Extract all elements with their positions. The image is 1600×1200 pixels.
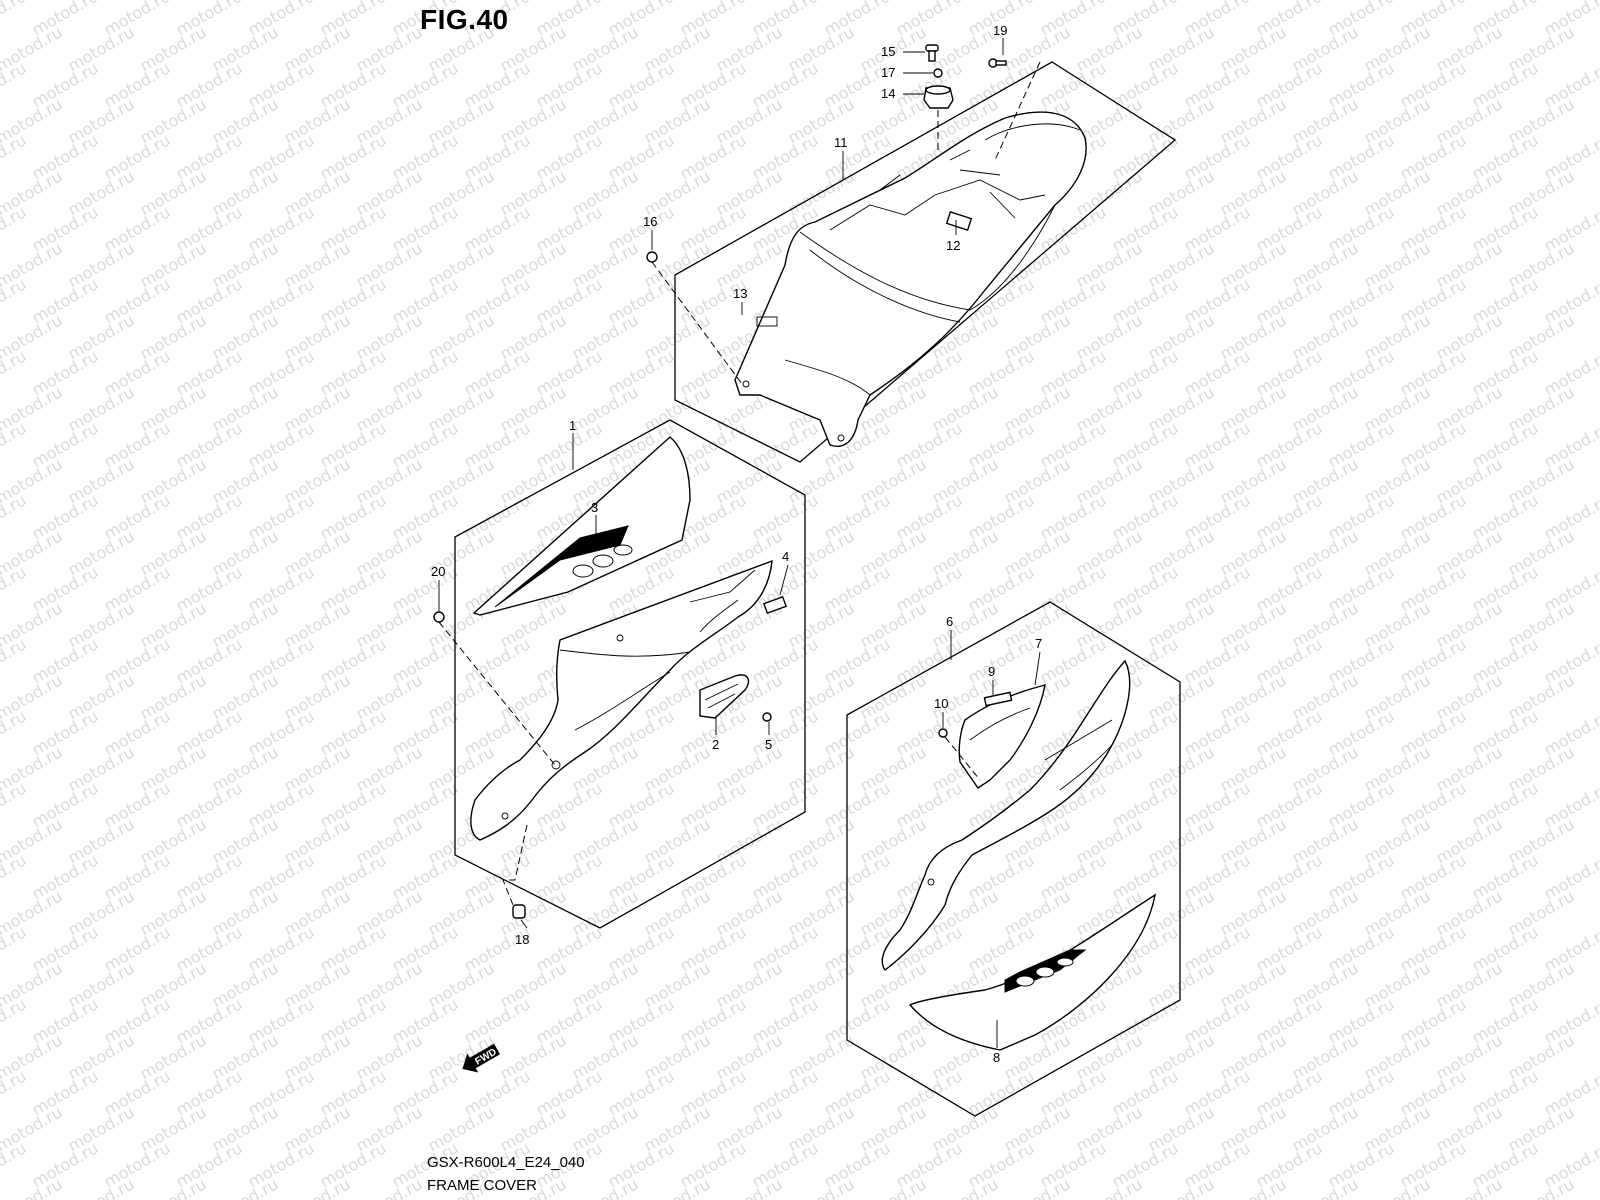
- callout-13: 13: [733, 286, 747, 301]
- fwd-arrow-icon: [462, 1043, 501, 1073]
- callout-19: 19: [993, 23, 1007, 38]
- callout-labels: 1 2 3 4 5 6 7 8 9 10 11 12 13 14 15 16 1…: [431, 23, 1042, 1065]
- callout-7: 7: [1035, 636, 1042, 651]
- callout-4: 4: [782, 549, 789, 564]
- callout-14: 14: [881, 86, 895, 101]
- leader-lines: [438, 38, 1041, 1048]
- fwd-label: FWD: [473, 1047, 498, 1068]
- figure-caption: FRAME COVER: [427, 1177, 538, 1194]
- callout-10: 10: [934, 696, 948, 711]
- callout-12: 12: [946, 238, 960, 253]
- callout-2: 2: [712, 737, 719, 752]
- figure-title: FIG.40: [420, 4, 509, 35]
- callout-17: 17: [881, 65, 895, 80]
- fwd-direction-arrow: FWD: [462, 1043, 501, 1073]
- callout-1: 1: [569, 418, 576, 433]
- left-cover-group-frame: [454, 419, 806, 929]
- right-cover-group-frame: [846, 601, 1181, 1117]
- callout-9: 9: [988, 664, 995, 679]
- callout-18: 18: [515, 932, 529, 947]
- callout-5: 5: [765, 737, 772, 752]
- seat-tail-cover-part: [734, 111, 1087, 447]
- right-frame-cover-part: [881, 659, 1156, 1051]
- callout-16: 16: [643, 214, 657, 229]
- callout-20: 20: [431, 564, 445, 579]
- callout-15: 15: [881, 44, 895, 59]
- fastener-parts: [646, 44, 1007, 263]
- callout-6: 6: [946, 614, 953, 629]
- left-frame-cover-part: [433, 436, 788, 919]
- callout-3: 3: [591, 500, 598, 515]
- seat-tail-group-frame: [674, 61, 1177, 463]
- callout-11: 11: [834, 135, 848, 150]
- model-code-label: GSX-R600L4_E24_040: [427, 1154, 585, 1171]
- callout-8: 8: [993, 1050, 1000, 1065]
